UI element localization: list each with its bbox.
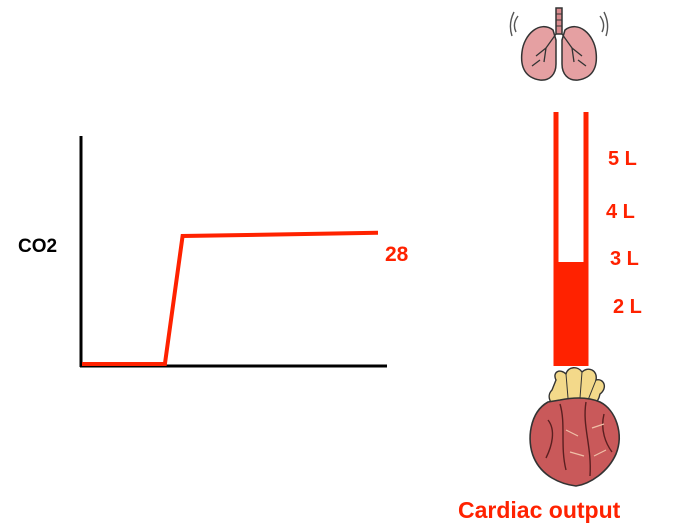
tube-level-label: 3 L [610, 248, 639, 271]
lungs-icon [510, 8, 607, 80]
tube-level-label: 4 L [606, 201, 635, 224]
volume-tube [556, 112, 586, 366]
heart-icon [530, 368, 619, 486]
co2-graph [80, 136, 387, 367]
tube-level-label: 5 L [608, 148, 637, 171]
co2-value-label: 28 [385, 243, 408, 267]
tube-fill [556, 262, 586, 366]
co2-series-line [82, 233, 378, 364]
cardiac-output-caption: Cardiac output [458, 497, 620, 524]
co2-axis-label: CO2 [18, 236, 57, 258]
tube-level-label: 2 L [613, 296, 642, 319]
